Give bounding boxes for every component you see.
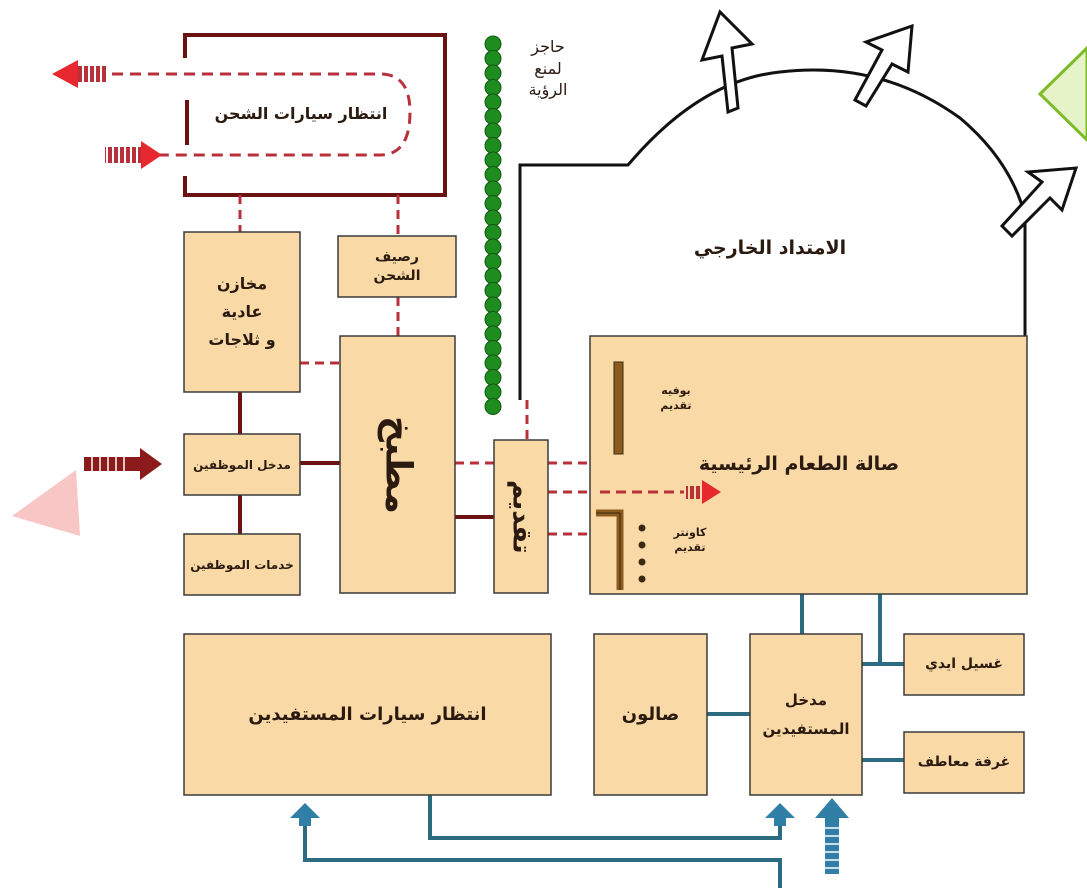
hedge-shrub	[484, 325, 502, 343]
lounge-label: صالون	[621, 704, 680, 725]
hedge-shrub	[484, 209, 502, 227]
pink-triangle-icon	[12, 470, 80, 536]
hedge-shrub	[484, 296, 502, 314]
serving-label: تقديم	[506, 479, 537, 554]
hedge-shrub	[484, 398, 502, 415]
shipping-dock-label: رصيف الشحن	[373, 249, 421, 284]
buffet-mark	[613, 361, 624, 455]
hedge-shrub	[484, 35, 502, 53]
visitors-entrance-room	[749, 633, 863, 796]
visitor-parking-label: انتظار سيارات المستفيدين	[248, 704, 487, 725]
buffet-label: بوفيه تقديم	[660, 384, 692, 412]
hedge-shrub	[484, 64, 502, 82]
hedge-shrub	[484, 369, 502, 386]
hedge-shrub	[484, 267, 502, 285]
delivery-waiting-label: انتظار سيارات الشحن	[214, 104, 388, 123]
serving-room	[493, 439, 549, 594]
hedge-shrub	[484, 238, 502, 256]
connection-lines	[238, 195, 904, 888]
dining-flow-arrow-icon	[600, 480, 721, 504]
outdoor-extension-label: الامتداد الخارجي	[693, 236, 847, 259]
visitor-main-arrow-icon	[815, 798, 849, 874]
hedge-shrub	[484, 340, 502, 357]
hedge-note-label: حاجز لمنع الرؤية	[528, 37, 568, 100]
hedge-shrub	[484, 224, 502, 241]
hand-wash-room	[903, 633, 1025, 696]
staff-services-label: خدمات الموظفين	[190, 557, 294, 572]
outdoor-extension-outline	[518, 68, 1027, 400]
delivery-route	[112, 72, 412, 157]
staff-entrance-room	[183, 433, 301, 496]
visitor-arrow-icon	[290, 803, 795, 826]
hedge-shrub	[484, 195, 502, 212]
hedge-shrub	[484, 108, 502, 125]
hedge-shrub	[484, 354, 502, 372]
staff-entrance-label: مدخل الموظفين	[193, 457, 291, 472]
coat-room-label: غرفة معاطف	[917, 754, 1011, 770]
shipping-dock-room	[337, 235, 457, 298]
hedge-shrub	[484, 151, 502, 169]
hedge-shrub	[484, 180, 502, 198]
hedge-shrub	[484, 383, 502, 401]
delivery-in-arrow-icon	[105, 141, 162, 169]
hedge-shrub	[484, 122, 502, 140]
counter-dots	[638, 524, 646, 583]
kitchen-room	[339, 335, 456, 594]
kitchen-label: مطبخ	[377, 415, 419, 514]
storage-label: مخازن عادية و ثلاجات	[208, 274, 276, 349]
serving-counter-label: كاونتر تقديم	[673, 526, 707, 554]
storage-room	[183, 231, 301, 393]
hedge-shrub	[484, 253, 502, 270]
main-dining-hall-label: صالة الطعام الرئيسية	[698, 452, 900, 475]
delivery-out-arrow-icon	[52, 60, 106, 88]
visitors-entrance-label: مدخل المستفيدين	[762, 691, 850, 738]
hedge-shrub	[484, 93, 502, 111]
hedge-shrub	[484, 311, 502, 328]
view-arrow-icon	[699, 9, 1079, 239]
hand-wash-label: غسيل ايدي	[925, 656, 1003, 672]
hedge-shrub	[484, 282, 502, 299]
staff-in-arrow-icon	[84, 448, 162, 480]
visitor-parking-area	[183, 633, 552, 796]
hedge-shrub	[484, 137, 502, 154]
dining-hall-room	[589, 335, 1028, 595]
coat-room	[903, 731, 1025, 794]
rooms	[183, 231, 1028, 796]
green-triangle-icon	[1037, 45, 1087, 143]
hedge-shrub	[484, 166, 502, 183]
hedge-shrub	[484, 50, 502, 67]
lounge-room	[593, 633, 708, 796]
delivery-waiting-box	[183, 33, 447, 197]
hedge-shrub	[484, 79, 502, 96]
staff-services-room	[183, 533, 301, 596]
visual-barrier-hedge	[484, 35, 502, 415]
